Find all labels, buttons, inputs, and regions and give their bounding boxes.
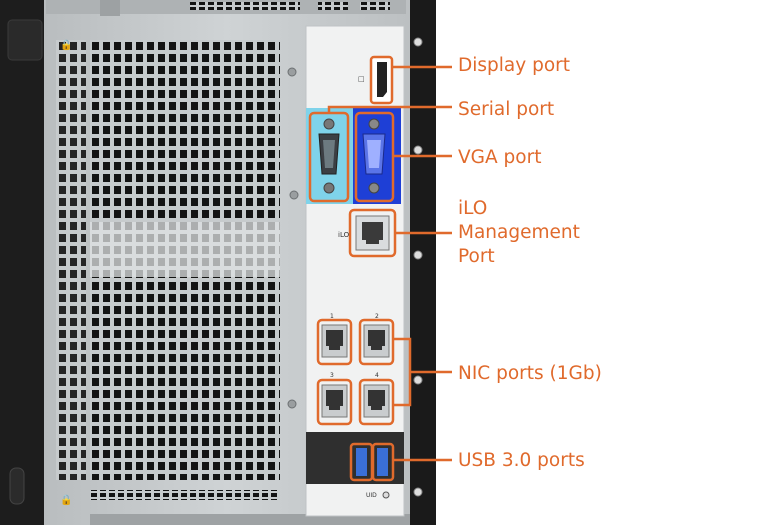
svg-text:□: □ bbox=[358, 75, 365, 83]
ilo-mark: iLO bbox=[338, 231, 350, 239]
nic-port-4 bbox=[358, 378, 395, 426]
nic-port-2 bbox=[358, 318, 395, 366]
nic4-mark: 4 bbox=[375, 372, 379, 379]
leader-lines bbox=[327, 65, 452, 462]
chassis-left-edge bbox=[0, 0, 46, 525]
nic2-mark: 2 bbox=[375, 313, 379, 320]
chassis-right-edge bbox=[408, 0, 436, 525]
svg-text:🔒: 🔒 bbox=[60, 494, 72, 506]
nic3-mark: 3 bbox=[330, 372, 334, 379]
nic-ports: 1 2 3 4 bbox=[316, 313, 395, 426]
serial-port-label: Serial port bbox=[458, 99, 555, 120]
nic-ports-label: NIC ports (1Gb) bbox=[458, 363, 602, 384]
usb-port-2 bbox=[371, 442, 395, 482]
uid-mark: UID bbox=[366, 492, 377, 499]
vga-port-label: VGA port bbox=[458, 147, 542, 168]
ilo-port-label: iLO Management Port bbox=[458, 198, 580, 267]
serial-port-highlight bbox=[308, 111, 350, 203]
nic-port-1 bbox=[316, 318, 353, 366]
nic1-mark: 1 bbox=[330, 313, 334, 320]
display-port-label: Display port bbox=[458, 55, 570, 76]
nic-port-3 bbox=[316, 378, 353, 426]
svg-text:🔒: 🔒 bbox=[60, 39, 72, 51]
usb-ports-label: USB 3.0 ports bbox=[458, 450, 585, 471]
